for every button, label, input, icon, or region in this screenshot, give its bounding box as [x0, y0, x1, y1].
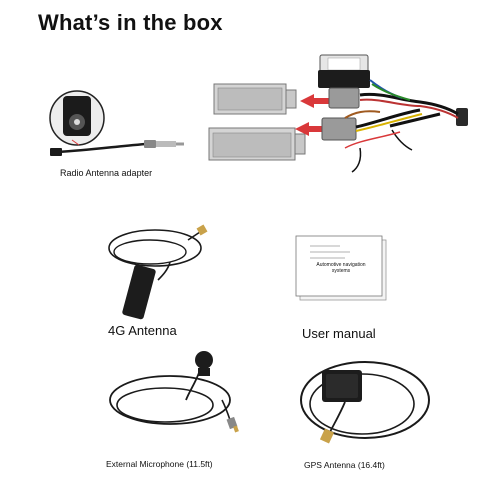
manual-cover-subtitle: systems [331, 268, 351, 274]
radio-antenna-adapter-label: Radio Antenna adapter [60, 168, 153, 178]
4g-antenna-label: 4G Antenna [108, 323, 177, 338]
external-microphone-image [109, 351, 239, 433]
wiring-harness-image [208, 54, 468, 173]
radio-antenna-adapter-image [49, 90, 184, 156]
manual-cover-title: Automotive navigation [316, 262, 366, 268]
page-title: What’s in the box [38, 10, 223, 35]
user-manual-label: User manual [302, 326, 376, 341]
external-microphone-label: External Microphone (11.5ft) [106, 459, 213, 469]
user-manual-image [295, 235, 387, 301]
gps-antenna-label: GPS Antenna (16.4ft) [304, 460, 385, 470]
gps-antenna-image [300, 361, 430, 444]
4g-antenna-image [108, 224, 208, 320]
